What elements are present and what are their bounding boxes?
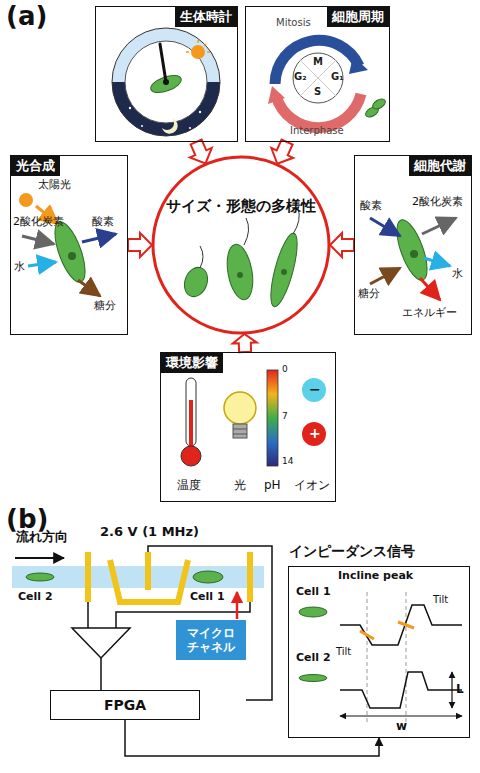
panel-title: 光合成 xyxy=(11,156,60,176)
phase-label: M xyxy=(313,56,323,68)
molecule-label: エネルギー xyxy=(402,307,457,320)
phase-label: S xyxy=(314,86,321,98)
dimension-label: L xyxy=(456,683,464,697)
cell-label: Cell 2 xyxy=(296,652,331,665)
scale-number: 0 xyxy=(282,364,288,374)
phase-label: G₂ xyxy=(294,71,307,83)
fpga-box: FPGA xyxy=(50,690,200,720)
signal-arrow xyxy=(125,720,379,756)
cell-cycle-panel: 細胞周期 xyxy=(245,6,390,142)
ion-sign: − xyxy=(309,381,321,397)
cell-label: Cell 1 xyxy=(296,586,331,599)
cell-label: Cell 2 xyxy=(18,591,53,604)
block-arrow xyxy=(330,233,354,257)
voltage-label: 2.6 V (1 MHz) xyxy=(100,525,199,540)
molecule-label: 2酸化炭素 xyxy=(13,216,64,229)
ion-sign: + xyxy=(309,425,321,441)
scale-number: 14 xyxy=(282,456,293,466)
molecule-label: 水 xyxy=(14,261,25,274)
box-label: マイクロ チャネル xyxy=(186,626,236,655)
circle-title: サイズ・形態の多様性 xyxy=(151,197,331,216)
microchannel-drawing xyxy=(12,546,272,700)
block-arrow xyxy=(271,140,293,164)
panel-title: 細胞代謝 xyxy=(409,156,471,176)
phase-label: Interphase xyxy=(290,125,344,137)
block-arrow xyxy=(233,334,257,352)
circle-outline xyxy=(151,155,331,335)
panel-title: 環境影響 xyxy=(161,353,223,373)
scale-number: 7 xyxy=(282,411,288,421)
phase-label: Mitosis xyxy=(276,17,311,29)
factor-label: pH xyxy=(264,479,281,493)
panel-heading: インピーダンス信号 xyxy=(289,543,415,561)
cell-label: Cell 1 xyxy=(190,591,225,604)
environment-drawing xyxy=(181,370,326,466)
cell-shapes xyxy=(181,208,303,309)
flow-label: 流れ方向 xyxy=(16,530,68,545)
box-label: FPGA xyxy=(104,697,146,713)
factor-label: イオン xyxy=(294,479,330,493)
molecule-label: 2酸化炭素 xyxy=(412,196,463,209)
panel-title: 生体時計 xyxy=(175,7,237,27)
panel-label: (a) xyxy=(6,2,47,32)
photosynthesis-drawing xyxy=(19,193,116,296)
clock-panel: 生体時計 xyxy=(95,6,238,142)
microchannel-box: マイクロ チャネル xyxy=(176,620,246,660)
panel-title: 細胞周期 xyxy=(327,7,389,27)
dimension-label: w xyxy=(396,720,407,734)
phase-label: G₁ xyxy=(331,71,344,83)
annotation: Tilt xyxy=(336,646,351,658)
annotation: Tilt xyxy=(433,594,448,606)
block-arrow xyxy=(128,233,152,257)
metabolism-drawing xyxy=(370,216,456,300)
molecule-label: 水 xyxy=(452,268,463,281)
factor-label: 光 xyxy=(234,479,246,493)
diversity-circle: サイズ・形態の多様性 xyxy=(151,155,331,335)
clock-drawing xyxy=(112,28,220,136)
block-arrow xyxy=(190,140,212,164)
molecule-label: 糖分 xyxy=(358,288,380,301)
molecule-label: 酸素 xyxy=(360,200,382,213)
molecule-label: 太陽光 xyxy=(38,179,71,192)
molecule-label: 酸素 xyxy=(92,216,114,229)
annotation: Incline peak xyxy=(338,570,413,583)
cell-cycle-drawing xyxy=(268,40,387,127)
factor-label: 温度 xyxy=(177,479,201,493)
molecule-label: 糖分 xyxy=(94,300,116,313)
